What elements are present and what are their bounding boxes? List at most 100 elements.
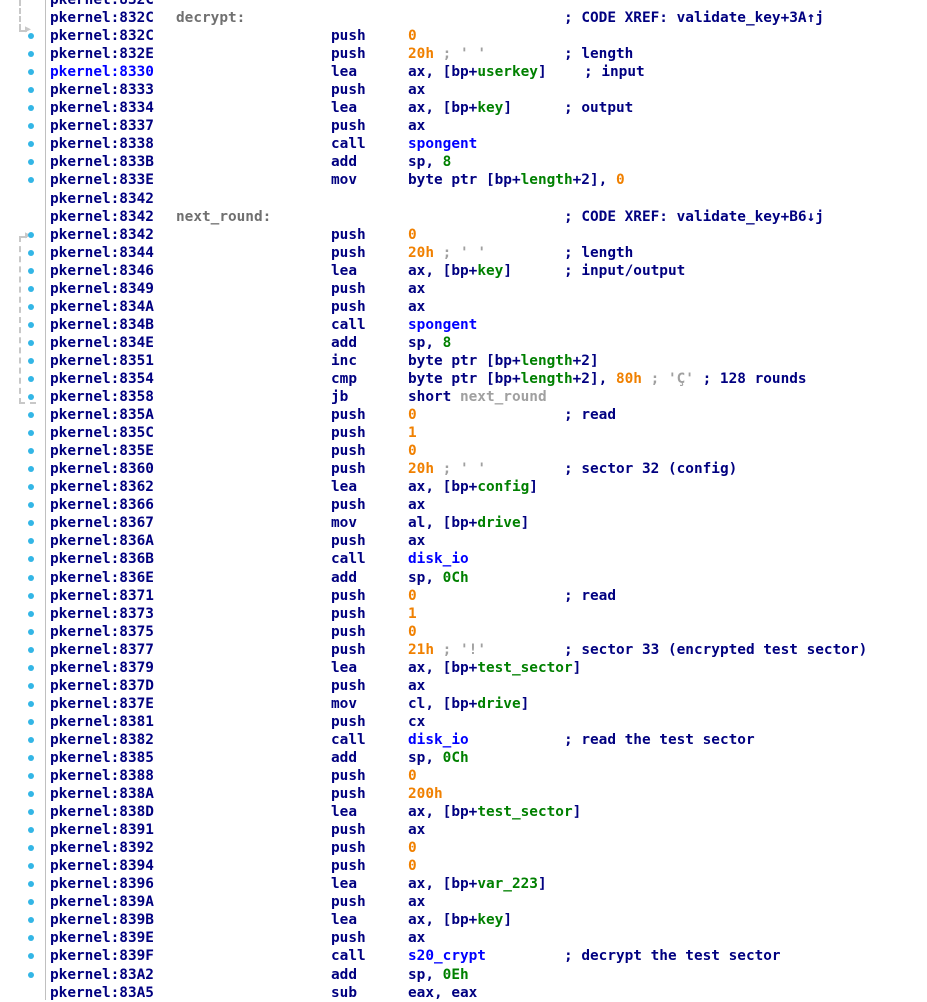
function-reference[interactable]: disk_io: [408, 551, 469, 568]
breakpoint-dot-icon[interactable]: [28, 935, 34, 942]
symbol-reference[interactable]: var_223: [477, 876, 538, 893]
breakpoint-dot-icon[interactable]: [28, 610, 34, 617]
breakpoint-dot-icon[interactable]: [28, 267, 34, 274]
breakpoint-dot-icon[interactable]: [28, 791, 34, 798]
breakpoint-dot-icon[interactable]: [28, 231, 34, 238]
function-reference[interactable]: disk_io: [408, 731, 469, 748]
breakpoint-dot-icon[interactable]: [28, 953, 34, 960]
function-reference[interactable]: s20_crypt: [408, 948, 486, 965]
breakpoint-dot-icon[interactable]: [28, 87, 34, 94]
symbol-reference[interactable]: 8: [442, 154, 452, 171]
symbol-reference[interactable]: userkey: [477, 64, 538, 81]
symbol-reference[interactable]: length: [520, 370, 573, 387]
symbol-reference[interactable]: 8: [442, 334, 452, 351]
breakpoint-dot-icon[interactable]: [28, 628, 34, 635]
symbol-reference[interactable]: length: [520, 352, 573, 369]
breakpoint-dot-icon[interactable]: [28, 159, 34, 166]
breakpoint-dot-icon[interactable]: [28, 303, 34, 310]
breakpoint-dot-icon[interactable]: [28, 971, 34, 978]
code-label[interactable]: decrypt:: [176, 10, 246, 27]
breakpoint-dot-icon[interactable]: [28, 484, 34, 491]
breakpoint-dot-icon[interactable]: [28, 520, 34, 527]
breakpoint-dot-icon[interactable]: [28, 105, 34, 112]
breakpoint-dot-icon[interactable]: [28, 141, 34, 148]
code-label[interactable]: next_round:: [176, 208, 272, 225]
breakpoint-dot-icon[interactable]: [28, 556, 34, 563]
breakpoint-dot-icon[interactable]: [28, 664, 34, 671]
breakpoint-dot-icon[interactable]: [28, 285, 34, 292]
symbol-reference[interactable]: 0Ch: [442, 569, 469, 586]
breakpoint-dot-icon[interactable]: [28, 466, 34, 473]
breakpoint-dot-icon[interactable]: [28, 33, 34, 40]
symbol-reference[interactable]: length: [520, 172, 573, 189]
breakpoint-dot-icon[interactable]: [28, 646, 34, 653]
breakpoint-dot-icon[interactable]: [28, 574, 34, 581]
symbol-reference[interactable]: key: [477, 262, 504, 279]
function-reference[interactable]: spongent: [408, 316, 478, 333]
breakpoint-dot-icon[interactable]: [28, 827, 34, 834]
breakpoint-dot-icon[interactable]: [28, 809, 34, 816]
function-reference[interactable]: spongent: [408, 136, 478, 153]
breakpoint-dot-icon[interactable]: [28, 773, 34, 780]
symbol-reference[interactable]: key: [477, 912, 504, 929]
breakpoint-dot-icon[interactable]: [28, 177, 34, 184]
symbol-reference[interactable]: config: [477, 479, 530, 496]
breakpoint-dot-icon[interactable]: [28, 394, 34, 401]
breakpoint-dot-icon[interactable]: [28, 899, 34, 906]
breakpoint-dot-icon[interactable]: [28, 754, 34, 761]
breakpoint-dot-icon[interactable]: [28, 51, 34, 58]
symbol-reference[interactable]: test_sector: [477, 659, 573, 676]
breakpoint-dot-icon[interactable]: [28, 881, 34, 888]
breakpoint-dot-icon[interactable]: [28, 69, 34, 76]
breakpoint-dot-icon[interactable]: [28, 917, 34, 924]
breakpoint-dot-icon[interactable]: [28, 375, 34, 382]
breakpoint-dot-icon[interactable]: [28, 412, 34, 419]
breakpoint-dot-icon[interactable]: [28, 502, 34, 509]
breakpoint-gutter[interactable]: ▶ ▶: [0, 0, 44, 1000]
symbol-reference[interactable]: 0Ch: [442, 749, 469, 766]
breakpoint-dot-icon[interactable]: [28, 249, 34, 256]
